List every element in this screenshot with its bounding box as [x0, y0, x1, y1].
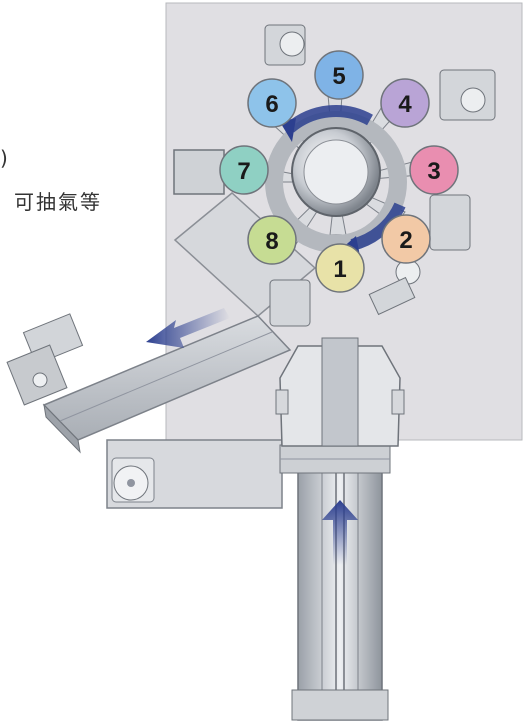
station-2-label: 2 — [399, 227, 412, 254]
station-6: 6 — [247, 78, 297, 128]
station-4: 4 — [380, 78, 430, 128]
central-hub-inner — [303, 139, 369, 205]
station-2: 2 — [381, 214, 431, 264]
station-8: 8 — [247, 215, 297, 265]
station-3-label: 3 — [427, 158, 440, 185]
roller-platform — [106, 439, 283, 509]
station-1: 1 — [315, 243, 365, 293]
station-4-label: 4 — [398, 91, 412, 118]
caption-text: 可抽氣等 — [14, 190, 102, 214]
station-5-label: 5 — [332, 63, 345, 90]
station-3-disc — [409, 145, 459, 195]
station-1-disc — [315, 243, 365, 293]
station-3: 3 — [409, 145, 459, 195]
mechanical-parts — [264, 24, 496, 327]
station-4-disc — [380, 78, 430, 128]
station-6-disc — [247, 78, 297, 128]
station-7: 7 — [219, 145, 269, 195]
rotation-arrow-top — [286, 105, 373, 133]
infeed-tower — [275, 337, 405, 447]
station-1-label: 1 — [333, 256, 346, 283]
station-5: 5 — [314, 50, 364, 100]
infeed-arrow — [322, 500, 358, 565]
side-block-left — [173, 149, 225, 195]
station-7-label: 7 — [237, 158, 250, 185]
station-8-label: 8 — [265, 228, 278, 255]
rotation-arrow-right — [350, 202, 406, 251]
station-2-disc — [381, 214, 431, 264]
station-5-disc — [314, 50, 364, 100]
station-6-label: 6 — [265, 91, 278, 118]
station-7-disc — [219, 145, 269, 195]
station-8-disc — [247, 215, 297, 265]
partial-parenthesis-text: ) — [0, 146, 10, 170]
discharge-arrow — [146, 308, 230, 348]
